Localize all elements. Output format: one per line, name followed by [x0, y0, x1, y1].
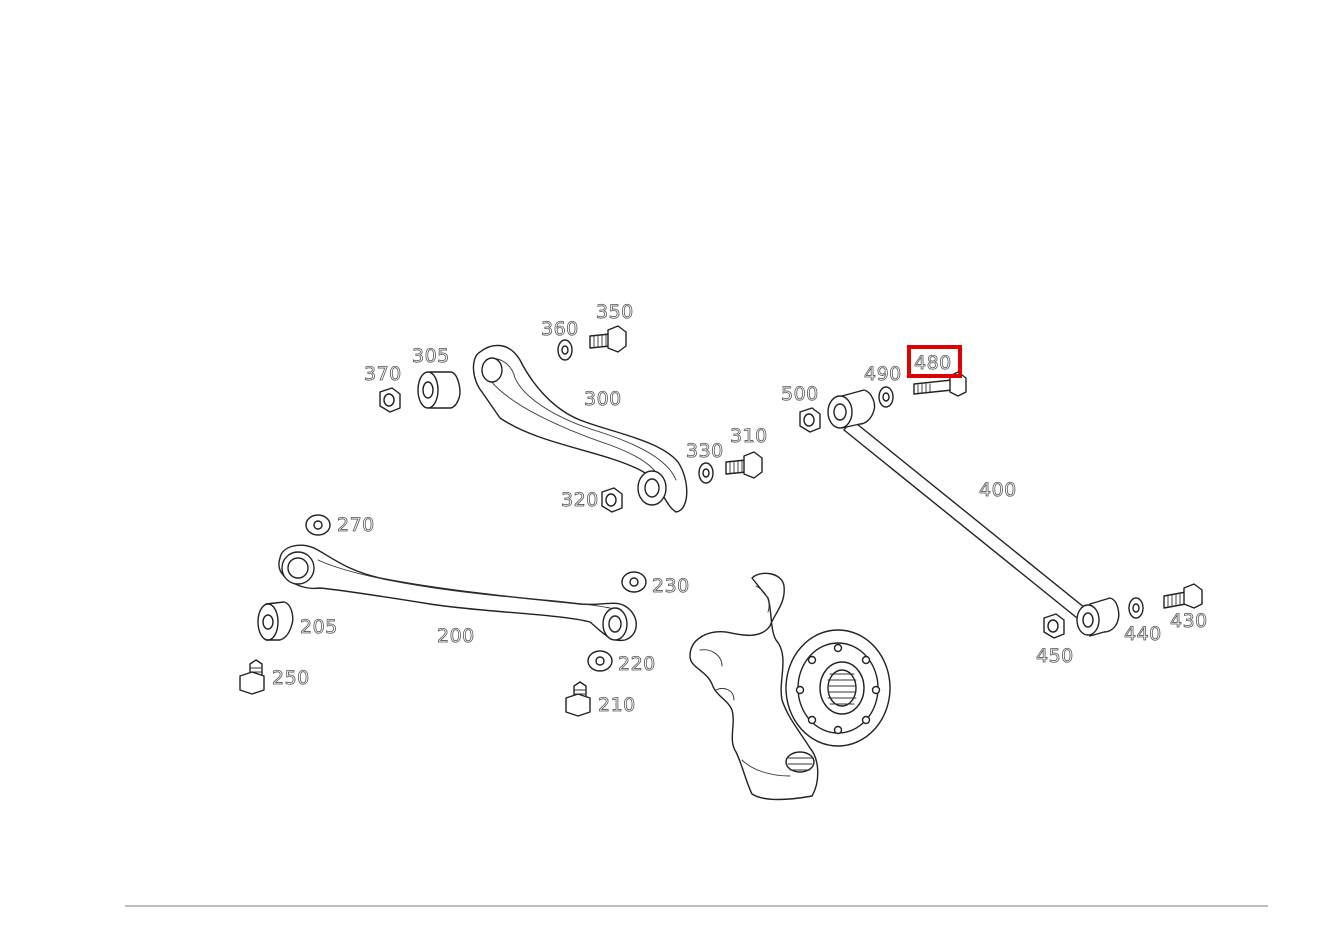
- nut-500[interactable]: [799, 407, 821, 433]
- bolt-350[interactable]: [589, 325, 627, 353]
- callout-360[interactable]: 360: [541, 318, 579, 341]
- callout-230[interactable]: 230: [652, 575, 690, 598]
- bushing-305[interactable]: [417, 371, 461, 409]
- highlight-box-480: [907, 345, 962, 378]
- callout-350[interactable]: 350: [596, 301, 634, 324]
- upper-control-arm-300[interactable]: [472, 344, 688, 513]
- washer-490[interactable]: [878, 386, 894, 408]
- washer-330[interactable]: [698, 462, 714, 484]
- washer-440[interactable]: [1128, 597, 1144, 619]
- wheel-carrier-hub[interactable]: [689, 572, 891, 801]
- callout-labels: 350 360 305 370 300 310 330 320 480 490 …: [272, 301, 1208, 717]
- lower-control-arm-200[interactable]: [278, 544, 637, 642]
- track-rod-400[interactable]: [827, 389, 1120, 637]
- nut-370[interactable]: [379, 387, 401, 413]
- callout-430[interactable]: 430: [1170, 610, 1208, 633]
- callout-270[interactable]: 270: [337, 514, 375, 537]
- callout-330[interactable]: 330: [686, 440, 724, 463]
- bushing-205[interactable]: [257, 601, 294, 641]
- washer-220[interactable]: [587, 650, 613, 672]
- callout-210[interactable]: 210: [598, 694, 636, 717]
- callout-220[interactable]: 220: [618, 653, 656, 676]
- callout-500[interactable]: 500: [781, 383, 819, 406]
- nut-450[interactable]: [1043, 613, 1065, 639]
- callout-370[interactable]: 370: [364, 363, 402, 386]
- bolt-310[interactable]: [725, 451, 763, 479]
- callout-205[interactable]: 205: [300, 616, 338, 639]
- callout-480[interactable]: 480: [914, 352, 952, 375]
- callout-400[interactable]: 400: [979, 479, 1017, 502]
- callout-490[interactable]: 490: [864, 363, 902, 386]
- washer-360[interactable]: [557, 339, 573, 361]
- callout-250[interactable]: 250: [272, 667, 310, 690]
- bolt-210[interactable]: [565, 681, 591, 717]
- bolt-250[interactable]: [239, 659, 265, 695]
- washer-230[interactable]: [621, 571, 647, 593]
- callout-200[interactable]: 200: [437, 625, 475, 648]
- callout-450[interactable]: 450: [1036, 645, 1074, 668]
- callout-310[interactable]: 310: [730, 425, 768, 448]
- bolt-430[interactable]: [1163, 583, 1203, 609]
- callout-305[interactable]: 305: [412, 345, 450, 368]
- washer-270[interactable]: [305, 514, 331, 536]
- nut-320[interactable]: [601, 487, 623, 513]
- callout-300[interactable]: 300: [584, 388, 622, 411]
- callout-440[interactable]: 440: [1124, 623, 1162, 646]
- callout-320[interactable]: 320: [561, 489, 599, 512]
